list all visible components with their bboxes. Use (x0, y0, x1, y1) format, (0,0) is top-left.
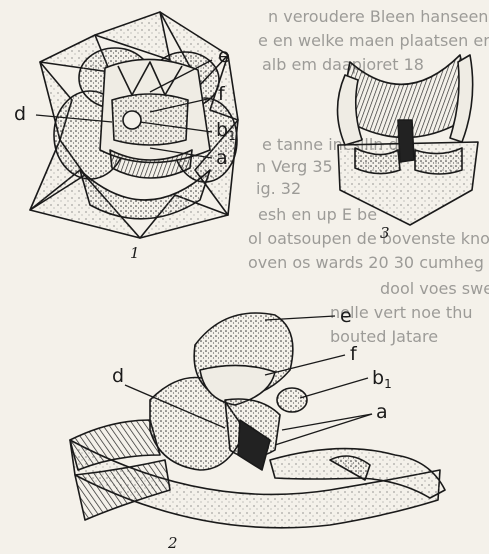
bleed-line: n Verg 35 (256, 157, 333, 176)
bleed-line: alb em daapjoret 18 (262, 55, 424, 74)
bleed-line: dool voes swe (380, 279, 489, 298)
bleed-line: e en welke maen plaatsen en aens aens (258, 31, 489, 50)
bleed-line: ig. 32 (256, 179, 301, 198)
figure-number: 1 (130, 244, 140, 262)
label-e: e (340, 305, 352, 327)
figure-number: 3 (380, 224, 390, 242)
label-d: d (112, 365, 124, 387)
bleed-line: n veroudere Bleen hanseen oeijjons heoon… (268, 7, 489, 26)
figure-3-column-side-view (338, 55, 479, 225)
bleed-line: oven os wards 20 30 cumheg 6 t op (248, 253, 489, 272)
label-b: b1 (372, 367, 392, 391)
bleed-line: bouted Jatare (330, 327, 438, 346)
bleed-line: ol oatsoupen de bovenste knopen s (248, 229, 489, 248)
label-a: a (216, 147, 228, 169)
label-a: a (376, 401, 388, 423)
figure-number: 2 (167, 534, 178, 552)
bleed-line: esh en up E be (258, 205, 377, 224)
label-e: e (218, 45, 230, 67)
figure-1-flower-top-view (30, 12, 238, 238)
label-d: d (14, 103, 26, 125)
label-f: f (350, 343, 358, 365)
